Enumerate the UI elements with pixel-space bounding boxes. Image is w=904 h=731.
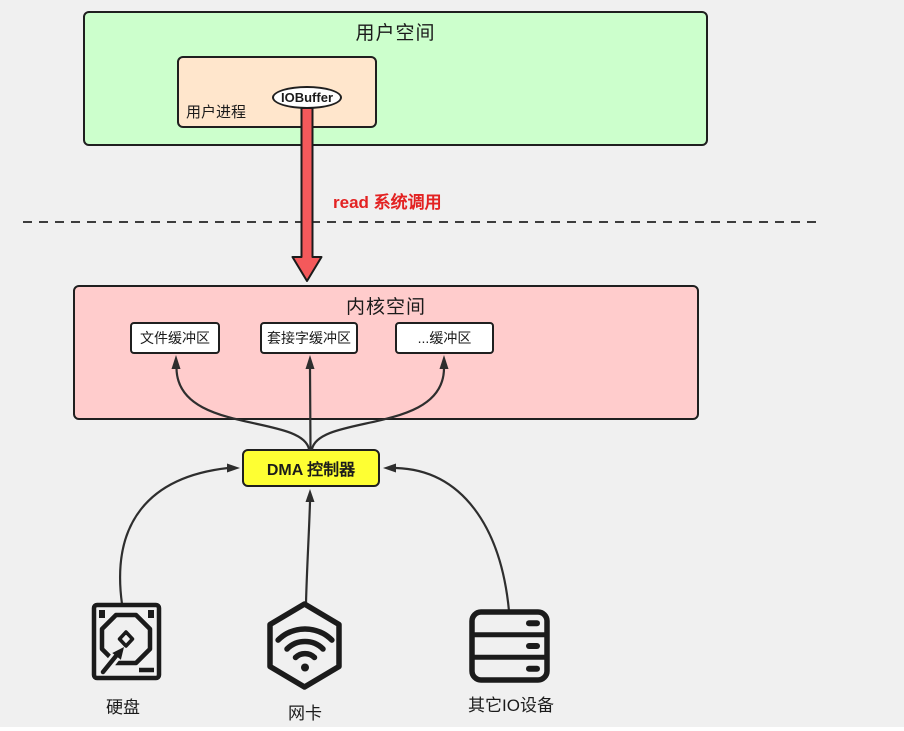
user-process-box: 用户进程: [177, 56, 377, 128]
hard-disk-icon: [91, 602, 162, 681]
kernel-space-title: 内核空间: [345, 297, 426, 318]
socket-buffer-label: 套接字缓冲区: [267, 330, 351, 346]
server-rack-icon: [469, 609, 550, 683]
io-buffer-label: IOBuffer: [281, 90, 333, 105]
hard-disk-label: 硬盘: [106, 698, 140, 717]
user-process-label: 用户进程: [186, 104, 247, 121]
disk-to-dma-line: [119, 466, 230, 606]
device-to-dma-arrows: [119, 466, 511, 613]
network-card-icon: [267, 601, 342, 690]
dma-controller-label: DMA 控制器: [266, 462, 356, 479]
bottom-white-strip: [0, 727, 904, 731]
server-to-dma-line: [394, 466, 511, 613]
nic-dma-arrowhead: [305, 489, 315, 502]
io-buffer-ellipse: IOBuffer: [272, 86, 342, 109]
network-card-label: 网卡: [288, 704, 322, 723]
dma-controller-box: DMA 控制器: [242, 449, 380, 487]
other-buffer-box: ...缓冲区: [395, 322, 494, 354]
nic-to-dma-line: [304, 500, 312, 605]
server-dma-arrowhead: [383, 463, 396, 473]
socket-buffer-box: 套接字缓冲区: [260, 322, 358, 354]
file-buffer-label: 文件缓冲区: [140, 330, 210, 346]
read-syscall-label: read 系统调用: [333, 193, 442, 212]
other-io-label: 其它IO设备: [468, 696, 554, 715]
file-buffer-box: 文件缓冲区: [130, 322, 220, 354]
other-buffer-label: ...缓冲区: [417, 330, 472, 346]
user-space-title: 用户空间: [355, 23, 436, 44]
disk-dma-arrowhead: [227, 463, 240, 473]
